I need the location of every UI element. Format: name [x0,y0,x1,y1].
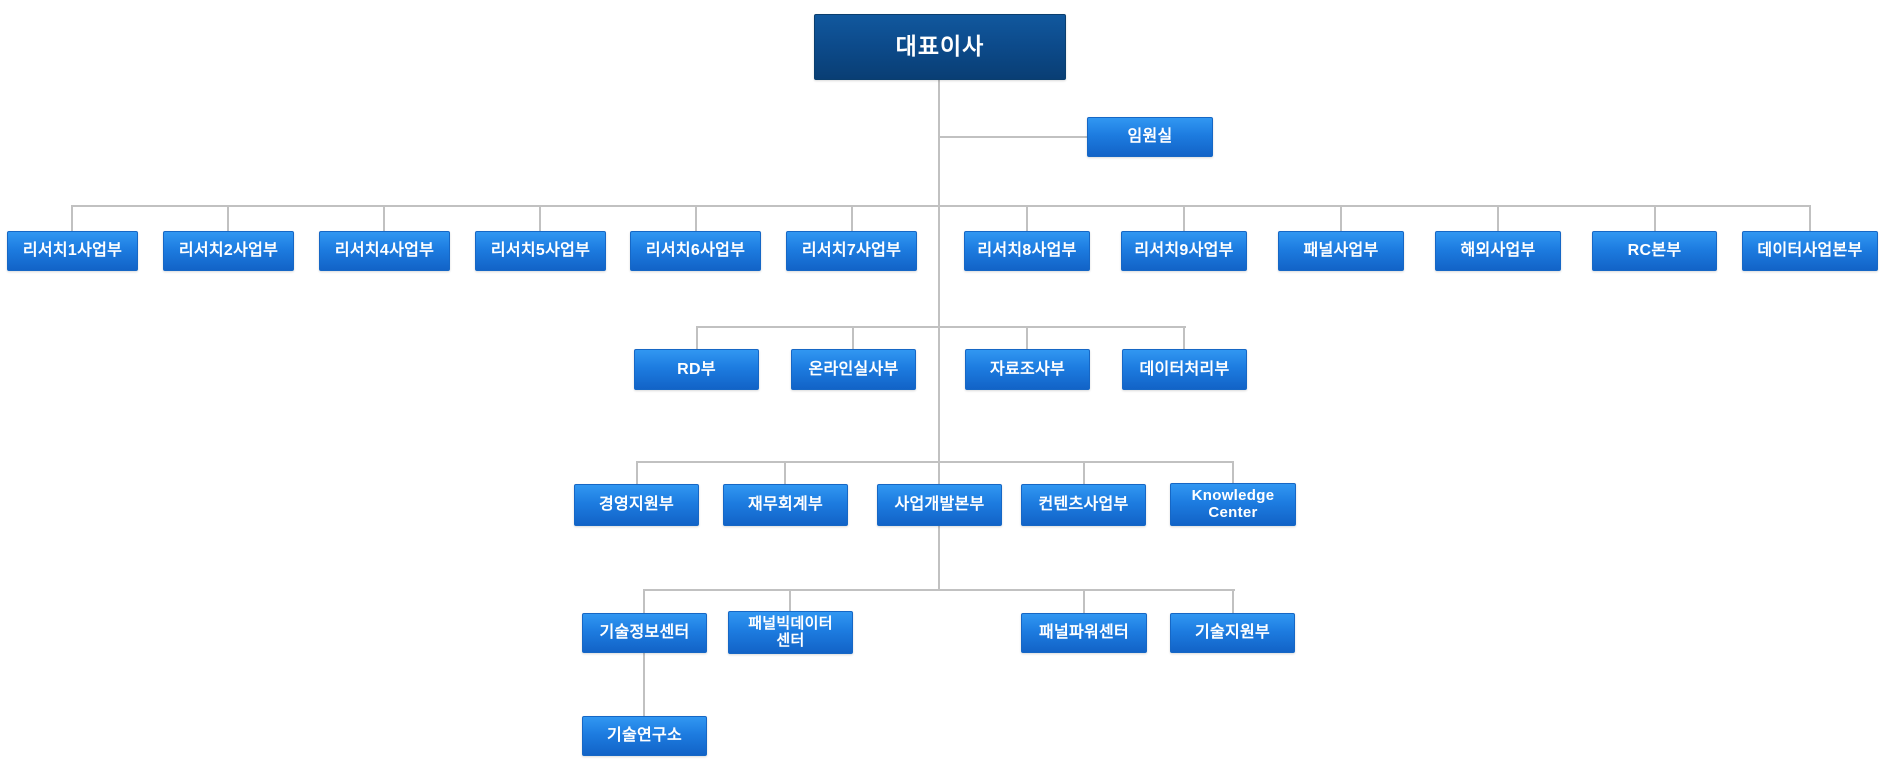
connector-line [1026,206,1028,231]
org-node-research9: 리서치9사업부 [1121,231,1247,271]
org-node-research2: 리서치2사업부 [163,231,294,271]
org-node-overseas-biz: 해외사업부 [1435,231,1561,271]
org-node-research5: 리서치5사업부 [475,231,606,271]
org-node-tech-info-center: 기술정보센터 [582,613,707,653]
org-node-exec-office: 임원실 [1087,117,1213,157]
connector-line [1232,462,1234,484]
connector-line [227,206,229,231]
org-node-research6: 리서치6사업부 [630,231,761,271]
org-node-research1: 리서치1사업부 [7,231,138,271]
connector-line [696,327,698,349]
org-node-knowledge-center: Knowledge Center [1170,483,1296,526]
org-node-panel-biz: 패널사업부 [1278,231,1404,271]
connector-line [1340,206,1342,231]
org-node-data-biz-hq: 데이터사업본부 [1742,231,1878,271]
org-node-management-support: 경영지원부 [574,484,699,526]
connector-line [1497,206,1499,231]
org-node-contents-biz: 컨텐츠사업부 [1021,484,1146,526]
connector-line [1083,462,1085,484]
org-node-panel-bigdata-center: 패널빅데이터 센터 [728,611,853,654]
connector-line [539,206,541,231]
org-node-rd-dept: RD부 [634,349,759,390]
org-node-research8: 리서치8사업부 [964,231,1090,271]
connector-line [643,590,645,613]
connector-line [852,327,854,349]
connector-line [383,206,385,231]
org-node-data-survey: 자료조사부 [965,349,1090,390]
org-node-tech-support: 기술지원부 [1170,613,1295,653]
connector-line [1083,590,1085,613]
connector-line [784,462,786,484]
org-node-data-processing: 데이터처리부 [1122,349,1247,390]
org-node-tech-research-institute: 기술연구소 [582,716,707,756]
connector-line [696,326,1186,328]
org-node-finance-accounting: 재무회계부 [723,484,848,526]
org-node-online-fieldwork: 온라인실사부 [791,349,916,390]
connector-line [1026,327,1028,349]
connector-line [851,206,853,231]
connector-line [71,206,73,231]
connector-line [695,206,697,231]
org-node-panel-power-center: 패널파워센터 [1021,613,1147,653]
connector-line [1183,327,1185,349]
org-node-research7: 리서치7사업부 [786,231,917,271]
org-node-ceo: 대표이사 [814,14,1066,80]
connector-line [938,80,940,591]
connector-line [939,136,1088,138]
connector-line [1232,590,1234,613]
connector-line [1654,206,1656,231]
org-node-research4: 리서치4사업부 [319,231,450,271]
org-node-rc-hq: RC본부 [1592,231,1717,271]
connector-line [643,589,1235,591]
connector-line [1183,206,1185,231]
org-node-business-development: 사업개발본부 [877,484,1002,526]
connector-line [1809,206,1811,231]
connector-line [643,653,645,716]
connector-line [636,461,1234,463]
connector-line [71,205,1811,207]
connector-line [789,590,791,613]
connector-line [636,462,638,484]
